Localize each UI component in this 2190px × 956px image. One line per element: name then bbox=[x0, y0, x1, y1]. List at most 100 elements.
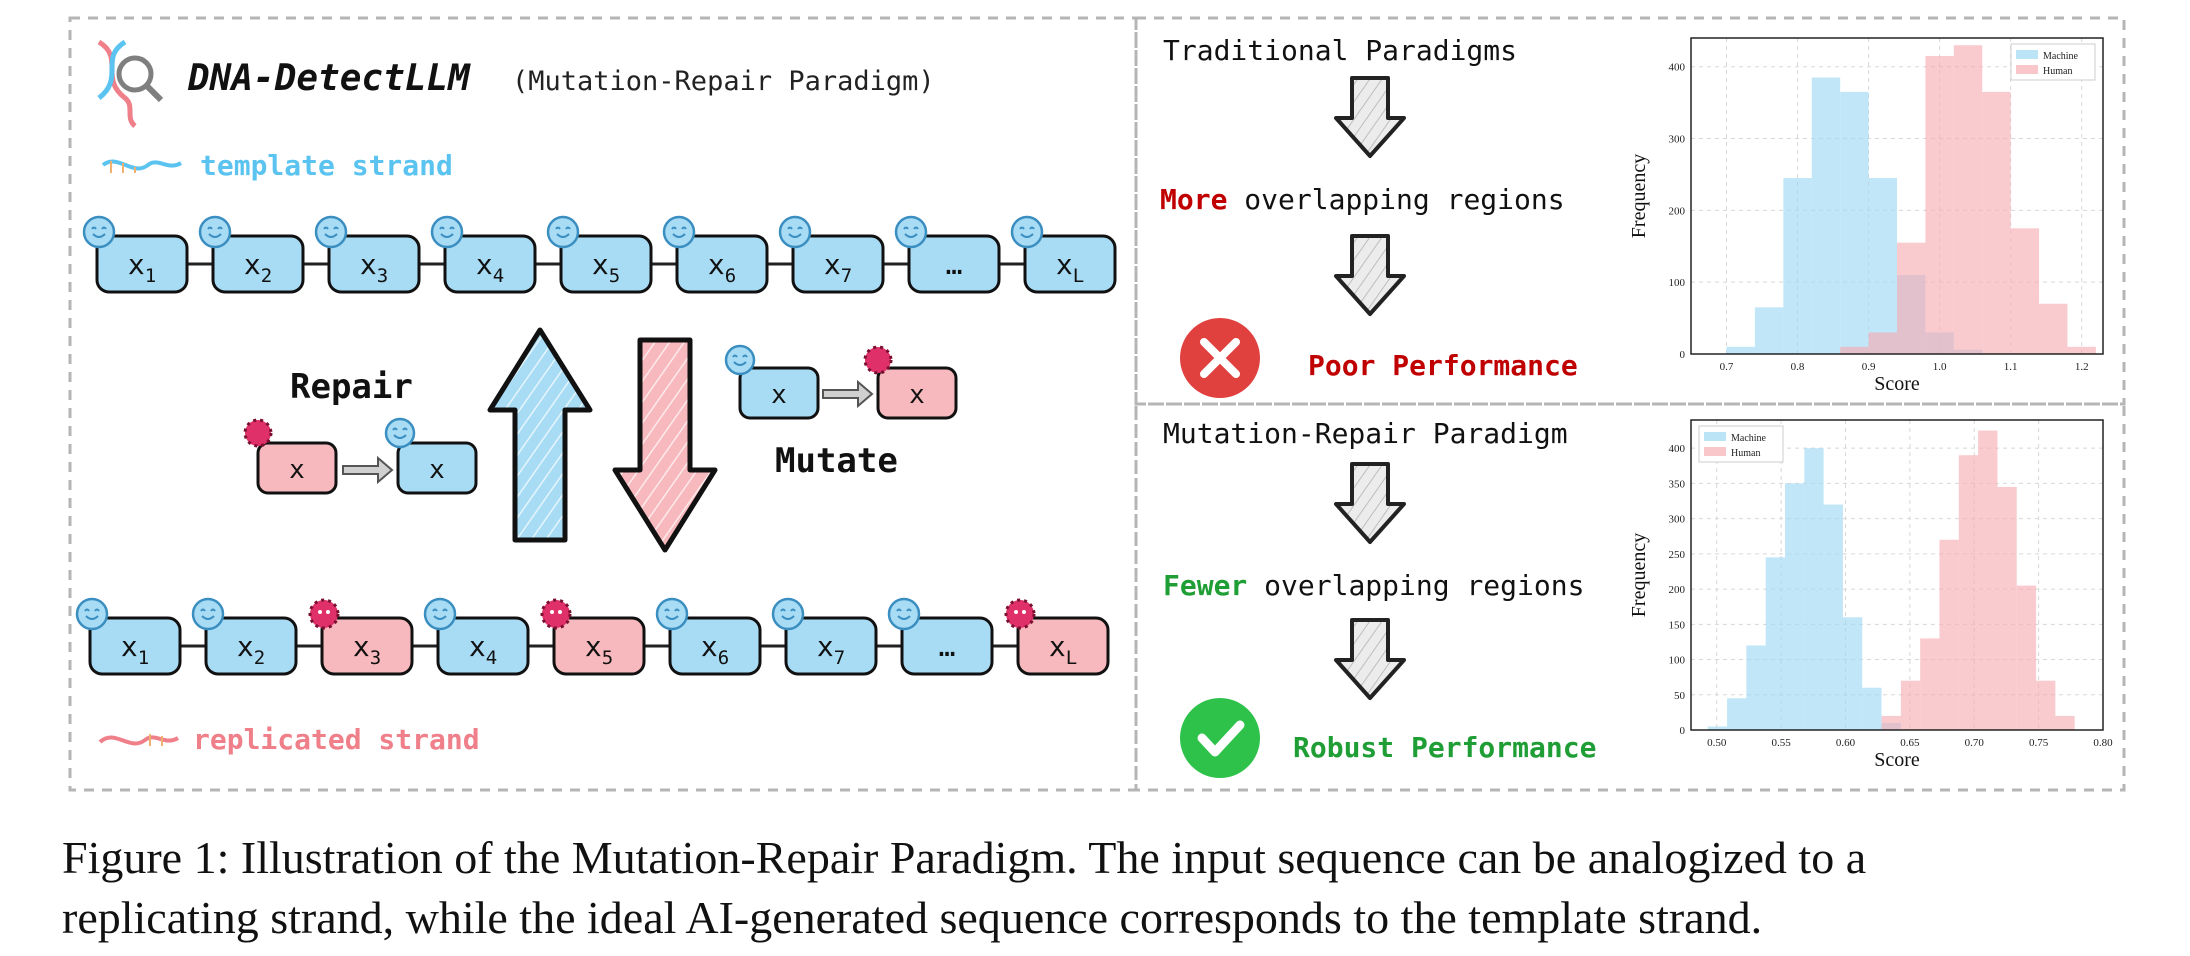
y-tick-label: 100 bbox=[1669, 655, 1686, 667]
human-bar bbox=[1953, 45, 1983, 354]
node-label: x3 bbox=[353, 630, 381, 669]
mutate-example: x x bbox=[724, 344, 958, 420]
node-label: x5 bbox=[592, 248, 620, 287]
node-label: … bbox=[946, 248, 963, 281]
machine-bar bbox=[1707, 726, 1728, 730]
machine-bar bbox=[1746, 645, 1766, 730]
node-label: x3 bbox=[360, 248, 388, 287]
human-bar bbox=[1982, 91, 2011, 354]
y-tick-label: 150 bbox=[1669, 619, 1686, 631]
machine-bar bbox=[1862, 687, 1882, 730]
smile-icon bbox=[82, 215, 116, 249]
x-tick-label: 1.0 bbox=[1933, 361, 1947, 373]
human-bar bbox=[1920, 638, 1940, 730]
strand-node: x2 bbox=[198, 215, 305, 294]
node-label: x2 bbox=[244, 248, 272, 287]
repair-from-node: x bbox=[289, 455, 305, 485]
strand-node: x1 bbox=[82, 215, 189, 294]
dna-magnifier-icon bbox=[97, 39, 164, 128]
node-label: x1 bbox=[121, 630, 149, 669]
x-tick-label: 0.8 bbox=[1791, 361, 1805, 373]
node-label: x2 bbox=[237, 630, 265, 669]
left-panel: DNA-DetectLLM (Mutation-Repair Paradigm)… bbox=[75, 39, 1117, 756]
machine-bar bbox=[1726, 346, 1755, 354]
y-tick-label: 400 bbox=[1669, 62, 1686, 74]
small-gray-arrow bbox=[822, 379, 874, 409]
x-tick-label: 0.65 bbox=[1900, 737, 1920, 749]
node-label: x6 bbox=[708, 248, 736, 287]
down-arrow-icon bbox=[1334, 462, 1406, 544]
mutation-repair-panel: Mutation-Repair Paradigm Fewer overlappi… bbox=[1163, 417, 2113, 778]
human-bar bbox=[1925, 55, 1954, 355]
machine-bar bbox=[1842, 617, 1863, 730]
mutation-overlap-text: Fewer overlapping regions bbox=[1163, 569, 1584, 602]
overlap-rest: overlapping regions bbox=[1247, 569, 1584, 602]
replicated-strand-icon bbox=[98, 734, 180, 746]
x-tick-label: 0.60 bbox=[1836, 737, 1856, 749]
strand-node: x4 bbox=[430, 215, 537, 294]
human-bar bbox=[2036, 680, 2056, 730]
caption-line-1: Figure 1: Illustration of the Mutation-R… bbox=[62, 832, 1867, 883]
human-bar bbox=[2055, 715, 2075, 730]
smile-icon bbox=[314, 215, 348, 249]
down-arrow-icon bbox=[1334, 76, 1406, 158]
smile-icon bbox=[778, 215, 812, 249]
smile-icon bbox=[724, 344, 756, 376]
check-icon bbox=[1180, 698, 1260, 778]
human-bar bbox=[2016, 585, 2037, 730]
strand-node: x4 bbox=[423, 597, 530, 676]
human-bar bbox=[1978, 430, 1998, 730]
strand-node: x3 bbox=[308, 598, 414, 676]
node-label: x4 bbox=[469, 630, 497, 669]
node-label: x7 bbox=[824, 248, 852, 287]
y-tick-label: 0 bbox=[1680, 349, 1686, 361]
y-tick-label: 300 bbox=[1669, 134, 1686, 146]
human-bar bbox=[2067, 346, 2096, 354]
more-highlight: More bbox=[1160, 183, 1227, 216]
repair-label: Repair bbox=[290, 367, 413, 407]
strand-node: xL bbox=[1004, 598, 1110, 676]
virus-icon bbox=[243, 418, 273, 448]
node-label: x5 bbox=[585, 630, 613, 669]
human-bar bbox=[1868, 332, 1897, 354]
overlap-rest: overlapping regions bbox=[1227, 183, 1564, 216]
x-tick-label: 0.9 bbox=[1862, 361, 1876, 373]
figure-canvas: DNA-DetectLLM (Mutation-Repair Paradigm)… bbox=[68, 16, 2126, 792]
traditional-heading: Traditional Paradigms bbox=[1163, 34, 1517, 67]
smile-icon bbox=[662, 215, 696, 249]
smile-icon bbox=[75, 597, 109, 631]
human-bar bbox=[1897, 242, 1926, 354]
human-bar bbox=[1881, 715, 1901, 730]
legend-entry: Human bbox=[2043, 66, 2072, 77]
mutation-repair-heading: Mutation-Repair Paradigm bbox=[1163, 417, 1568, 450]
small-gray-arrow bbox=[342, 455, 394, 485]
figure-caption: Figure 1: Illustration of the Mutation-R… bbox=[62, 828, 2142, 948]
human-bar bbox=[1958, 455, 1979, 730]
smile-icon bbox=[655, 597, 689, 631]
strand-node: x7 bbox=[778, 215, 885, 294]
human-bar bbox=[1939, 539, 1959, 730]
repair-example: x x bbox=[243, 417, 478, 495]
traditional-panel: Traditional Paradigms More overlapping r… bbox=[1160, 34, 2104, 398]
x-tick-label: 1.2 bbox=[2075, 361, 2089, 373]
y-tick-label: 300 bbox=[1669, 514, 1686, 526]
panel-borders bbox=[68, 16, 2126, 792]
y-tick-label: 350 bbox=[1669, 478, 1686, 490]
x-tick-label: 0.55 bbox=[1772, 737, 1792, 749]
y-tick-label: 50 bbox=[1674, 690, 1686, 702]
smile-icon bbox=[191, 597, 225, 631]
virus-icon bbox=[540, 598, 572, 630]
x-axis-label: Score bbox=[1874, 373, 1920, 395]
node-label: x4 bbox=[476, 248, 504, 287]
y-axis-label: Frequency bbox=[1628, 533, 1650, 617]
node-label: xL bbox=[1049, 630, 1077, 669]
fewer-highlight: Fewer bbox=[1163, 569, 1247, 602]
left-title: DNA-DetectLLM bbox=[187, 58, 471, 99]
machine-bar bbox=[1765, 557, 1785, 730]
smile-icon bbox=[894, 215, 928, 249]
smile-icon bbox=[384, 417, 416, 449]
human-bar bbox=[1840, 346, 1869, 354]
